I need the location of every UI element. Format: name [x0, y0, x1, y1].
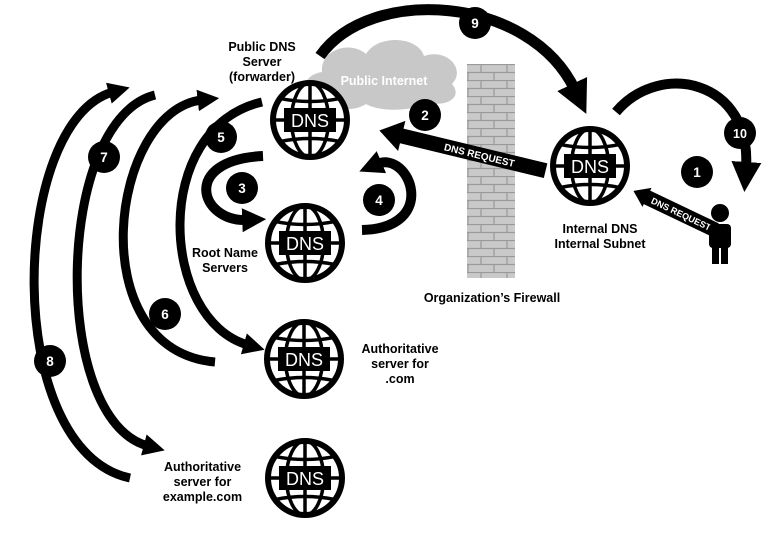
label-auth-example: Authoritative server for example.com [162, 460, 243, 504]
arrow-step-5 [175, 97, 265, 355]
step-badge: 4 [363, 184, 395, 216]
step-number: 6 [161, 307, 169, 322]
globe-dns-text: DNS [291, 111, 329, 131]
arrow-step-3 [201, 151, 267, 233]
arrow-step-7 [72, 90, 165, 456]
globe-dns-text: DNS [285, 350, 323, 370]
step-number: 1 [693, 165, 701, 180]
step-badge: 3 [226, 172, 258, 204]
globe-icon: DNS [550, 126, 630, 206]
label-auth-com: Authoritative server for .com [361, 342, 439, 386]
label-root-servers: Root Name Servers [192, 246, 258, 275]
step-badge: 7 [88, 141, 120, 173]
arrow-step-8 [29, 82, 132, 483]
step-badge: 1 [681, 156, 713, 188]
globe-dns-text: DNS [286, 234, 324, 254]
globe-icon: DNS [264, 319, 344, 399]
label-firewall: Organization’s Firewall [423, 291, 561, 305]
step-number: 7 [100, 150, 108, 165]
globe-dns-text: DNS [286, 469, 324, 489]
globe-icon: DNS [265, 203, 345, 283]
client-request-label: DNS REQUEST [650, 196, 713, 233]
step-badge: 6 [149, 298, 181, 330]
step-number: 9 [471, 16, 479, 31]
step-number: 8 [46, 354, 54, 369]
arrow-step-9 [315, 4, 588, 114]
step-badge: 5 [205, 121, 237, 153]
step-number: 4 [375, 193, 383, 208]
user-icon [709, 204, 731, 264]
cloud-label: Public Internet [341, 74, 429, 88]
cloud-icon: Public Internet [305, 39, 457, 110]
step-number: 5 [217, 130, 225, 145]
step-badge: 10 [724, 117, 756, 149]
globe-icon: DNS [270, 80, 350, 160]
step-number: 2 [421, 108, 429, 123]
globe-icon: DNS [265, 438, 345, 518]
step-number: 3 [238, 181, 246, 196]
label-public-dns: Public DNS Server (forwarder) [228, 40, 296, 84]
step-number: 10 [733, 127, 747, 141]
step-badge: 8 [34, 345, 66, 377]
firewall-brick-icon [467, 64, 515, 278]
step-badge: 9 [459, 7, 491, 39]
globe-dns-text: DNS [571, 157, 609, 177]
label-internal-dns: Internal DNS Internal Subnet [554, 222, 646, 251]
step-badge: 2 [409, 99, 441, 131]
arrow-step-4 [359, 151, 417, 235]
arrow-step-6 [118, 89, 220, 367]
